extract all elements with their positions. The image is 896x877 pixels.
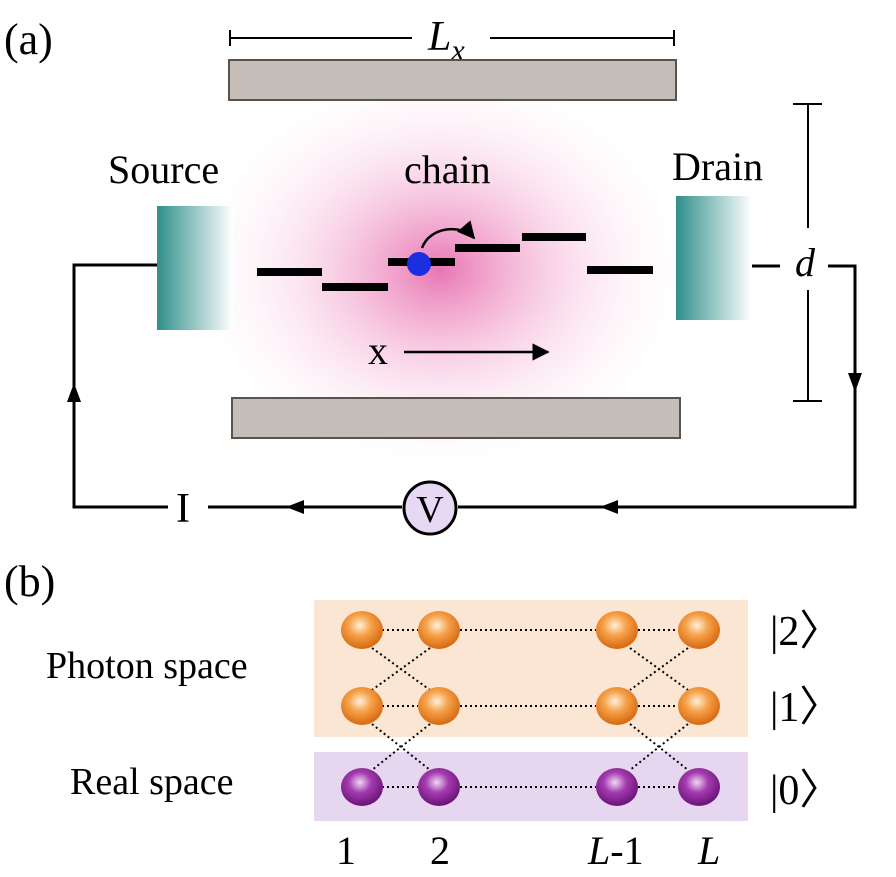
site-2-Lm1 (596, 611, 638, 649)
cross-left-bottom-2 (371, 723, 431, 771)
cavity-field-glow (180, 60, 700, 480)
photon-space-label: Photon space (46, 645, 248, 687)
hopping-arrow (420, 220, 476, 249)
cross-left-bottom-1 (371, 723, 431, 771)
left-arrowhead-left (286, 500, 304, 514)
source-label: Source (108, 147, 219, 192)
cross-right-bottom-1 (629, 723, 689, 771)
site-index-L-minus-1-rest: -1 (610, 828, 643, 873)
ket-0-label: |0〉 (770, 768, 841, 814)
cross-right-bottom-2 (629, 723, 689, 771)
electron (407, 252, 431, 276)
site-2-L (678, 611, 720, 649)
cross-right-top-2 (629, 647, 689, 691)
site-0-Lm1 (596, 768, 638, 806)
source-lead (157, 206, 233, 330)
voltmeter-label: V (416, 489, 444, 531)
length-label-main: L (427, 14, 451, 60)
site-0-2 (418, 768, 460, 806)
length-dimension: Lx (229, 14, 675, 67)
left-arrowhead-right (600, 500, 618, 514)
top-cavity-plate (228, 59, 677, 101)
site-0-1 (341, 768, 383, 806)
site-index-L-minus-1: L-1 (587, 828, 644, 873)
panel-a-label: (a) (4, 15, 53, 64)
down-arrowhead (848, 373, 862, 392)
panel-a: (a) Lx Source chain Drain (4, 14, 862, 536)
gap-label: d (795, 240, 816, 285)
length-label: Lx (427, 14, 465, 67)
chain-label: chain (404, 147, 491, 192)
panel-b: (b) Photon space Real space (4, 557, 841, 873)
horizontal-bonds (382, 629, 678, 788)
bottom-cavity-plate (231, 397, 681, 439)
site-index-1: 1 (336, 828, 356, 873)
photon-sites-row-1 (341, 687, 720, 725)
x-axis-label: x (368, 328, 388, 373)
cross-left-top-2 (371, 647, 431, 691)
voltmeter-circle (402, 480, 458, 536)
circuit-left-wire (72, 263, 168, 509)
site-2-2 (418, 611, 460, 649)
photon-sites-row-2 (341, 611, 720, 649)
ket-2-label: |2〉 (770, 609, 841, 655)
panel-b-label: (b) (4, 557, 55, 606)
site-0-L (678, 768, 720, 806)
voltmeter: V (402, 480, 458, 536)
site-index-L: L (697, 828, 720, 873)
up-arrowhead (67, 383, 81, 402)
site-2-1 (341, 611, 383, 649)
site-1-1 (341, 687, 383, 725)
circuit-arrowheads (67, 373, 862, 514)
site-index-L-minus-1-main: L (587, 828, 610, 873)
ket-1-label: |1〉 (770, 685, 841, 731)
site-index-2: 2 (430, 828, 450, 873)
photon-space-band (314, 600, 748, 737)
site-1-Lm1 (596, 687, 638, 725)
site-1-L (678, 687, 720, 725)
site-1-2 (418, 687, 460, 725)
cross-bonds (371, 647, 689, 771)
real-space-label: Real space (70, 761, 234, 803)
drain-label: Drain (672, 144, 763, 189)
length-label-sub: x (450, 34, 465, 67)
current-label: I (176, 486, 190, 532)
gap-dimension: d (793, 103, 822, 402)
drain-lead (676, 196, 752, 320)
real-sites-row-0 (341, 768, 720, 806)
